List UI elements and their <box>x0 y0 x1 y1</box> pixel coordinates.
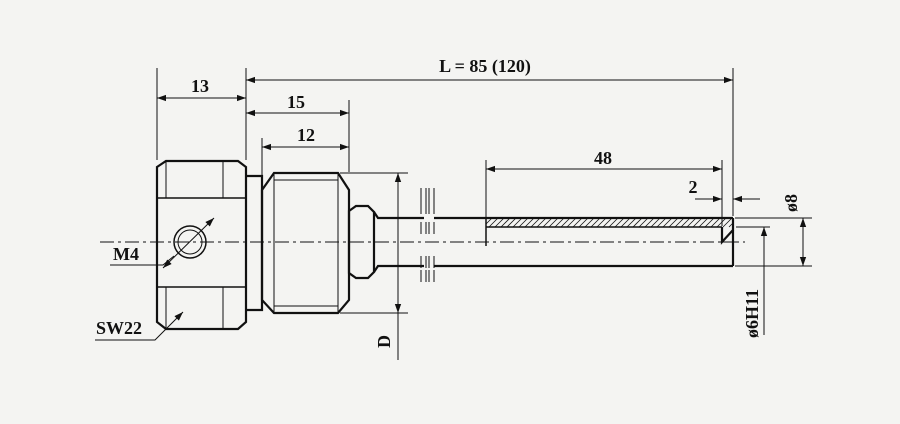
hatch-line <box>614 217 625 228</box>
hatch-line <box>530 217 541 228</box>
hatch-line <box>554 217 565 228</box>
hatch-line <box>626 217 637 228</box>
hatch-line <box>542 217 553 228</box>
dimension-tube-length: 48 <box>485 148 723 226</box>
hatch-line <box>500 217 511 228</box>
hatch-line <box>560 217 571 228</box>
dimension-tip-offset: 2 <box>689 177 760 203</box>
hatch-line <box>590 217 601 228</box>
hatch-line <box>644 217 655 228</box>
hex-head <box>155 159 248 331</box>
sw22-label: SW22 <box>96 318 142 338</box>
hatch-line <box>668 217 679 228</box>
hatch-line <box>686 217 697 228</box>
thread-outer-label: 15 <box>287 92 305 112</box>
hatch-line <box>578 217 589 228</box>
hatch-line <box>524 217 535 228</box>
dimension-thread-outer: 15 <box>246 92 350 172</box>
dimension-total-length: L = 85 (120) <box>245 56 734 216</box>
hatch-line <box>566 217 577 228</box>
hatch-line <box>518 217 529 228</box>
hex-length-label: 13 <box>191 76 209 96</box>
hatch-line <box>650 217 661 228</box>
hatch-line <box>662 217 673 228</box>
hatch-line <box>494 217 505 228</box>
hatch-line <box>698 217 709 228</box>
hatch-line <box>512 217 523 228</box>
dimension-inner-bore: ø6H11 <box>736 226 770 338</box>
dimension-hex-length: 13 <box>156 68 246 160</box>
tip-offset-label: 2 <box>689 177 698 197</box>
hatch-line <box>728 222 734 228</box>
thread-diameter-label: D <box>374 335 394 348</box>
hatch-line <box>632 217 643 228</box>
hatch-line <box>536 217 547 228</box>
inner-bore-label: ø6H11 <box>742 289 762 338</box>
hatch-line <box>692 217 703 228</box>
thread-section <box>260 171 351 315</box>
hatch-line <box>680 217 691 228</box>
hatch-line <box>638 217 649 228</box>
hatch-line <box>572 217 583 228</box>
dimension-thread-diameter: D <box>340 172 408 360</box>
tube-length-label: 48 <box>594 148 612 168</box>
hatch-line <box>485 217 493 225</box>
dimension-thread-inner: 12 <box>261 125 349 175</box>
hatch-line <box>620 217 631 228</box>
hatch-line <box>704 217 715 228</box>
m4-label: M4 <box>113 244 139 264</box>
leader-sw22: SW22 <box>95 311 184 341</box>
neck <box>246 174 264 312</box>
hatch-line <box>488 217 499 228</box>
dimension-outer-diameter: ø8 <box>735 194 812 267</box>
hatch-line <box>548 217 559 228</box>
hatch-line <box>674 217 685 228</box>
leader-m4: M4 <box>110 244 175 266</box>
hatch-line <box>656 217 667 228</box>
outer-diameter-label: ø8 <box>781 194 801 212</box>
hatch-line <box>584 217 595 228</box>
thread-inner-label: 12 <box>297 125 315 145</box>
hatch-line <box>710 217 721 228</box>
hatch-line <box>602 217 613 228</box>
shoulder <box>347 204 397 280</box>
hatch-line <box>722 217 733 228</box>
hatch-line <box>608 217 619 228</box>
tube <box>397 188 735 282</box>
side-hole <box>162 217 215 269</box>
hatch-line <box>596 217 607 228</box>
hatch-line <box>506 217 517 228</box>
total-length-label: L = 85 (120) <box>439 56 531 77</box>
wall-hatching <box>485 217 734 228</box>
